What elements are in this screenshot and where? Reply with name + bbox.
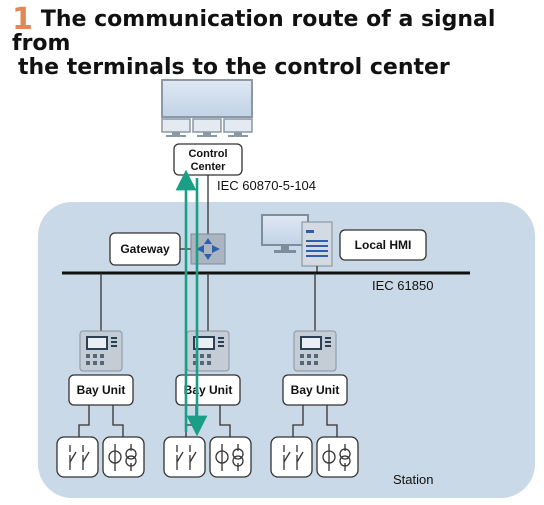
- disconnector-switch-icon: [163, 436, 206, 478]
- bay-column-right: Bay Unit: [270, 273, 359, 478]
- bay-unit-label: Bay Unit: [291, 383, 340, 397]
- disconnector-switch-icon: [270, 436, 313, 478]
- local-hmi-box: [339, 229, 427, 261]
- gateway-label: Gateway: [120, 242, 170, 256]
- bay-unit-label: Bay Unit: [184, 383, 233, 397]
- monitor-icon: [161, 79, 253, 137]
- bay-unit-box: [175, 374, 241, 406]
- title-line-1: The communication route of a signal from: [12, 7, 496, 56]
- title-number: 1: [12, 2, 33, 37]
- disconnector-switch-icon: [56, 436, 99, 478]
- current-transformer-icon: [316, 436, 359, 478]
- signal-route-arrows: [175, 169, 208, 437]
- relay-device-icon: [186, 330, 230, 372]
- current-transformer-icon: [209, 436, 252, 478]
- control-center-label-1: Control: [188, 148, 227, 160]
- protocol-top-label: IEC 60870-5-104: [217, 178, 316, 193]
- bay-unit-label: Bay Unit: [77, 383, 126, 397]
- station-area: [38, 202, 535, 498]
- relay-device-icon: [79, 330, 123, 372]
- control-center-label-2: Center: [191, 161, 227, 173]
- bay-unit-box: [282, 374, 348, 406]
- current-transformer-icon: [102, 436, 145, 478]
- relay-device-icon: [293, 330, 337, 372]
- bay-column-left: Bay Unit: [56, 273, 145, 478]
- bay-unit-box: [68, 374, 134, 406]
- local-hmi-label: Local HMI: [355, 238, 412, 252]
- station-label: Station: [393, 472, 433, 487]
- protocol-bus-label: IEC 61850: [372, 278, 433, 293]
- title-line-2: the terminals to the control center: [18, 55, 450, 80]
